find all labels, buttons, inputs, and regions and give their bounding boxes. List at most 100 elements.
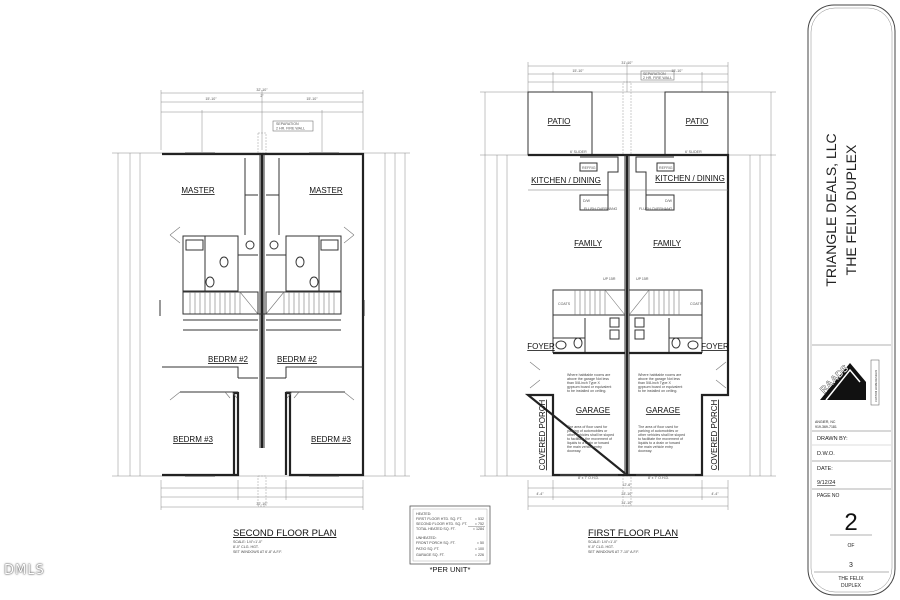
- stairs-up-left: UP 15R: [603, 277, 616, 281]
- garage-door-right: 8' x 7' O.H.D.: [648, 476, 669, 480]
- svg-text:liquids to a drain or toward: liquids to a drain or toward: [567, 441, 609, 445]
- dw-left: D/W: [583, 199, 591, 203]
- room-patio-right: PATIO: [686, 117, 709, 126]
- first-floor-sqft-label: FIRST FLOOR HTD. SQ. FT.: [416, 517, 462, 521]
- svg-text:than 5/8-inch Type X: than 5/8-inch Type X: [638, 381, 672, 385]
- dim-half-left: 15'-10": [205, 97, 217, 101]
- page-number: 2: [844, 509, 857, 536]
- dim-bottom-overall: 32'-10": [256, 502, 268, 506]
- svg-text:above the garage Not less: above the garage Not less: [638, 377, 680, 381]
- svg-text:gypsum board or equivalent: gypsum board or equivalent: [567, 385, 611, 389]
- room-covered-porch-right: COVERED PORCH: [710, 399, 719, 470]
- svg-text:doorway.: doorway.: [638, 449, 652, 453]
- room-kitchen-right: KITCHEN / DINING: [655, 174, 725, 183]
- footer-line-2: DUPLEX: [841, 583, 862, 589]
- room-foyer-left: FOYER: [527, 342, 555, 351]
- front-porch-value: = 50: [477, 541, 484, 545]
- patio-sqft-label: PATIO SQ. FT.: [416, 547, 440, 551]
- second-floor-note-3: SET WINDOWS AT 6'-8" A.F.F.: [233, 550, 282, 554]
- location: ANGIER, NC: [815, 420, 836, 424]
- first-floor-note-3: SET WINDOWS AT 7'-10" A.F.F.: [588, 550, 639, 554]
- unheated-label: UNHEATED:: [416, 536, 437, 540]
- room-bedroom3-left: BEDRM #3: [173, 435, 214, 444]
- front-porch-label: FRONT PORCH SQ. FT.: [416, 541, 456, 545]
- drawn-by-value: D.W.O.: [817, 451, 835, 457]
- second-floor-title: SECOND FLOOR PLAN: [233, 528, 337, 539]
- svg-text:doorway.: doorway.: [567, 449, 581, 453]
- dim-half-right-top: 15'-10": [671, 69, 683, 73]
- room-covered-porch-left: COVERED PORCH: [538, 399, 547, 470]
- separation-note-box: [272, 120, 314, 132]
- svg-text:to facilitate the movement of: to facilitate the movement of: [638, 437, 683, 441]
- garage-note-right: Where habitable rooms are above the gara…: [638, 373, 685, 453]
- separation-note-line2: 2 HR. FIRE WALL: [276, 127, 305, 131]
- coats-right: COATS: [690, 302, 703, 306]
- garage-note-left: Where habitable rooms are above the gara…: [567, 373, 614, 453]
- svg-text:above the garage Not less: above the garage Not less: [567, 377, 609, 381]
- footer-line-1: THE FELIX: [838, 576, 864, 582]
- dim-overall-top: 31'-10": [621, 61, 633, 65]
- svg-text:gypsum board or equivalent: gypsum board or equivalent: [638, 385, 682, 389]
- date-value: 9/12/24: [817, 480, 835, 486]
- first-floor-plan: 31'-10" 15'-10" 15'-10" 4'-4" 4'-4" 12'-…: [480, 61, 776, 554]
- logo-subtitle: CUSTOM HOME DESIGNS: [874, 370, 878, 402]
- room-master-left: MASTER: [181, 186, 215, 195]
- refrig-left: REFRIG: [582, 166, 596, 170]
- first-floor-title: FIRST FLOOR PLAN: [588, 528, 678, 539]
- second-floor-note-2: 8'-0" CLG. HGT.: [233, 545, 259, 549]
- garage-sqft-value: = 226: [475, 553, 484, 557]
- second-floor-plan: 32'-10" 15'-10" 15'-10" 2" 32'-10" SEPAR…: [112, 88, 410, 554]
- garage-sqft-label: GARAGE SQ. FT.: [416, 553, 445, 557]
- first-floor-sqft-value: = 532: [475, 517, 484, 521]
- svg-text:The area of floor used for: The area of floor used for: [638, 425, 679, 429]
- client-name: TRIANGLE DEALS, LLC: [823, 133, 839, 286]
- svg-text:the main vehicle entry: the main vehicle entry: [638, 445, 673, 449]
- dim-porch-right: 4'-4": [711, 492, 719, 496]
- svg-text:the main vehicle entry: the main vehicle entry: [567, 445, 602, 449]
- flush-overhang-right: FLUSH OVERHANG: [639, 207, 673, 211]
- separation-note-box-first: [640, 70, 675, 81]
- dim-bottom-mid: 23'-10": [621, 492, 633, 496]
- svg-text:Where habitable rooms are: Where habitable rooms are: [638, 373, 681, 377]
- dmls-watermark: DMLS: [4, 563, 45, 578]
- garage-door-left: 8' x 7' O.H.D.: [578, 476, 599, 480]
- room-bedroom2-left: BEDRM #2: [208, 355, 249, 364]
- room-garage-right: GARAGE: [646, 406, 680, 415]
- svg-text:to facilitate the movement of: to facilitate the movement of: [567, 437, 612, 441]
- svg-text:liquids to a drain or toward: liquids to a drain or toward: [638, 441, 680, 445]
- svg-text:than 5/8-inch Type X: than 5/8-inch Type X: [567, 381, 601, 385]
- second-floor-sqft-label: SECOND FLOOR HTD. SQ. FT.: [416, 522, 468, 526]
- total-heated-label: TOTAL HEATED SQ. FT.: [416, 527, 456, 531]
- svg-text:Where habitable rooms are: Where habitable rooms are: [567, 373, 610, 377]
- room-family-right: FAMILY: [653, 239, 682, 248]
- separation-note-first-line2: 2 HR. FIRE WALL: [643, 76, 672, 80]
- separation-note-first-line1: SEPARATION: [643, 72, 666, 76]
- page-no-label: PAGE NO: [817, 493, 840, 499]
- phone: 919-369-7181: [815, 425, 837, 429]
- project-name: THE FELIX DUPLEX: [843, 144, 859, 275]
- dim-overall: 32'-10": [256, 88, 268, 92]
- svg-text:other vehicles shall be sloped: other vehicles shall be sloped: [638, 433, 685, 437]
- separation-note-line1: SEPARATION: [276, 122, 299, 126]
- dim-bottom-overall: 31'-10": [621, 501, 633, 505]
- svg-text:other vehicles shall be sloped: other vehicles shall be sloped: [567, 433, 614, 437]
- per-unit-label: *PER UNIT*: [430, 565, 471, 574]
- room-bedroom2-right: BEDRM #2: [277, 355, 318, 364]
- second-floor-dimensions: 32'-10" 15'-10" 15'-10" 2" 32'-10": [112, 88, 410, 510]
- dim-center: 2": [260, 94, 264, 98]
- title-block: TRIANGLE DEALS, LLC THE FELIX DUPLEX RAA…: [807, 4, 896, 596]
- svg-text:The area of floor used for: The area of floor used for: [567, 425, 608, 429]
- raads-logo: RAADS CUSTOM HOME DESIGNS: [818, 359, 880, 406]
- room-bedroom3-right: BEDRM #3: [311, 435, 352, 444]
- refrig-right: REFRIG: [659, 166, 673, 170]
- slider-right: 6' SLIDER: [685, 150, 702, 154]
- room-family-left: FAMILY: [574, 239, 603, 248]
- dim-porch-left: 4'-4": [536, 492, 544, 496]
- dim-half-left-top: 15'-10": [572, 69, 584, 73]
- second-floor-exterior-walls: [162, 152, 365, 477]
- flush-overhang-left: FLUSH OVERHANG: [584, 207, 618, 211]
- area-table: HEATED: FIRST FLOOR HTD. SQ. FT. = 532 S…: [409, 505, 491, 574]
- total-pages: 3: [849, 562, 853, 569]
- coats-left: COATS: [558, 302, 571, 306]
- room-kitchen-left: KITCHEN / DINING: [531, 176, 601, 185]
